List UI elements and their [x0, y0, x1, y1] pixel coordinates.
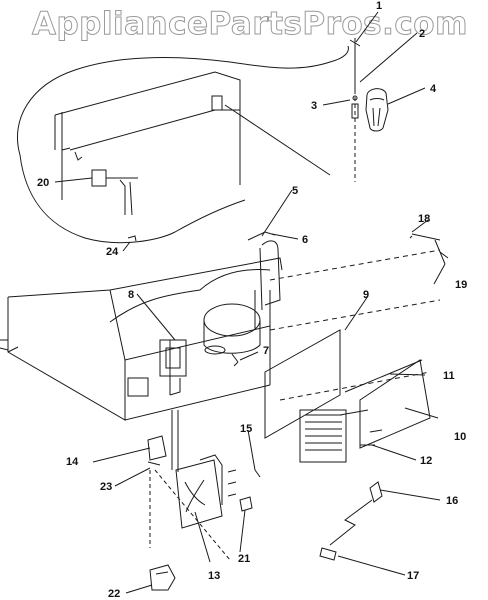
callout-14: 14 [66, 456, 79, 468]
callout-18: 18 [418, 213, 430, 225]
callout-labels: 1 2 3 4 5 6 7 8 9 10 11 12 13 14 15 16 1… [37, 0, 467, 600]
part-22-bracket [149, 564, 176, 591]
callout-1: 1 [376, 0, 382, 12]
callout-19: 19 [455, 279, 467, 291]
upper-right-parts [349, 38, 389, 182]
upper-cabinet-cutaway [16, 45, 349, 244]
callout-5: 5 [292, 185, 298, 197]
callout-4: 4 [430, 83, 437, 95]
callout-24: 24 [106, 246, 119, 258]
callout-7: 7 [263, 345, 269, 357]
parts-16-17 [319, 481, 383, 561]
callout-17: 17 [407, 570, 419, 582]
callout-9: 9 [363, 289, 369, 301]
control-bracket-area [147, 410, 261, 561]
callout-6: 6 [302, 234, 308, 246]
callout-15: 15 [240, 423, 252, 435]
callout-23: 23 [100, 481, 112, 493]
callout-8: 8 [128, 289, 134, 301]
callout-20: 20 [37, 177, 49, 189]
callout-16: 16 [446, 495, 458, 507]
part-24-clip [127, 235, 137, 242]
callout-11: 11 [443, 370, 455, 382]
callout-3: 3 [311, 100, 317, 112]
rear-panels [264, 249, 441, 463]
watermark: AppliancePartsPros.com [32, 6, 468, 43]
callout-10: 10 [454, 431, 466, 443]
callout-13: 13 [208, 570, 220, 582]
callout-22: 22 [108, 588, 120, 600]
callout-12: 12 [420, 455, 432, 467]
tube-part-5-6 [247, 231, 276, 241]
machine-compartment [0, 240, 283, 421]
leader-lines [54, 11, 446, 594]
callout-2: 2 [419, 28, 425, 40]
callout-21: 21 [238, 553, 250, 565]
parts-18-19 [409, 233, 449, 265]
